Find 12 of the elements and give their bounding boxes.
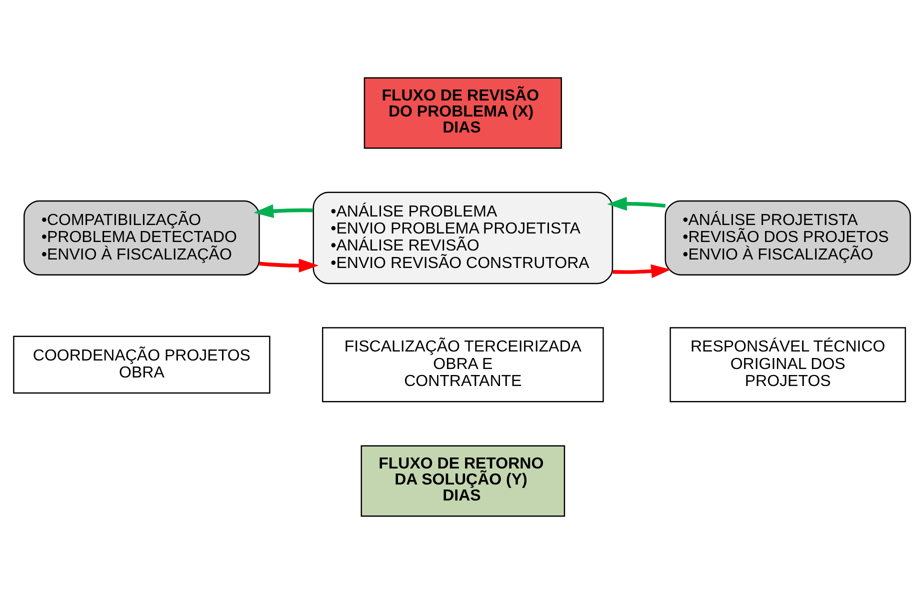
node-box: COORDENAÇÃO PROJETOS OBRA (13, 336, 270, 394)
arrow (259, 258, 319, 273)
node-box: RESPONSÁVEL TÉCNICO ORIGINAL DOS PROJETOS (670, 327, 906, 402)
arrow (254, 204, 314, 218)
node-box: •COMPATIBILIZAÇÃO •PROBLEMA DETECTADO •ENVIO À FISCALIZAÇÃO (24, 200, 260, 276)
node-box: •ANÁLISE PROBLEMA •ENVIO PROBLEMA PROJETISTA •ANÁLISE REVISÃO •ENVIO REVISÃO CONSTRUTORA (312, 192, 614, 284)
arrow (607, 196, 666, 211)
arrow (612, 264, 671, 278)
node-box: •ANÁLISE PROJETISTA •REVISÃO DOS PROJETOS •ENVIO À FISCALIZAÇÃO (664, 200, 911, 276)
node-box: FISCALIZAÇÃO TERCEIRIZADA OBRA E CONTRATANTE (322, 327, 604, 402)
node-box: FLUXO DE RETORNO DA SOLUÇÃO (Y) DIAS (360, 445, 566, 517)
node-box: FLUXO DE REVISÃO DO PROBLEMA (X) DIAS (364, 77, 562, 149)
